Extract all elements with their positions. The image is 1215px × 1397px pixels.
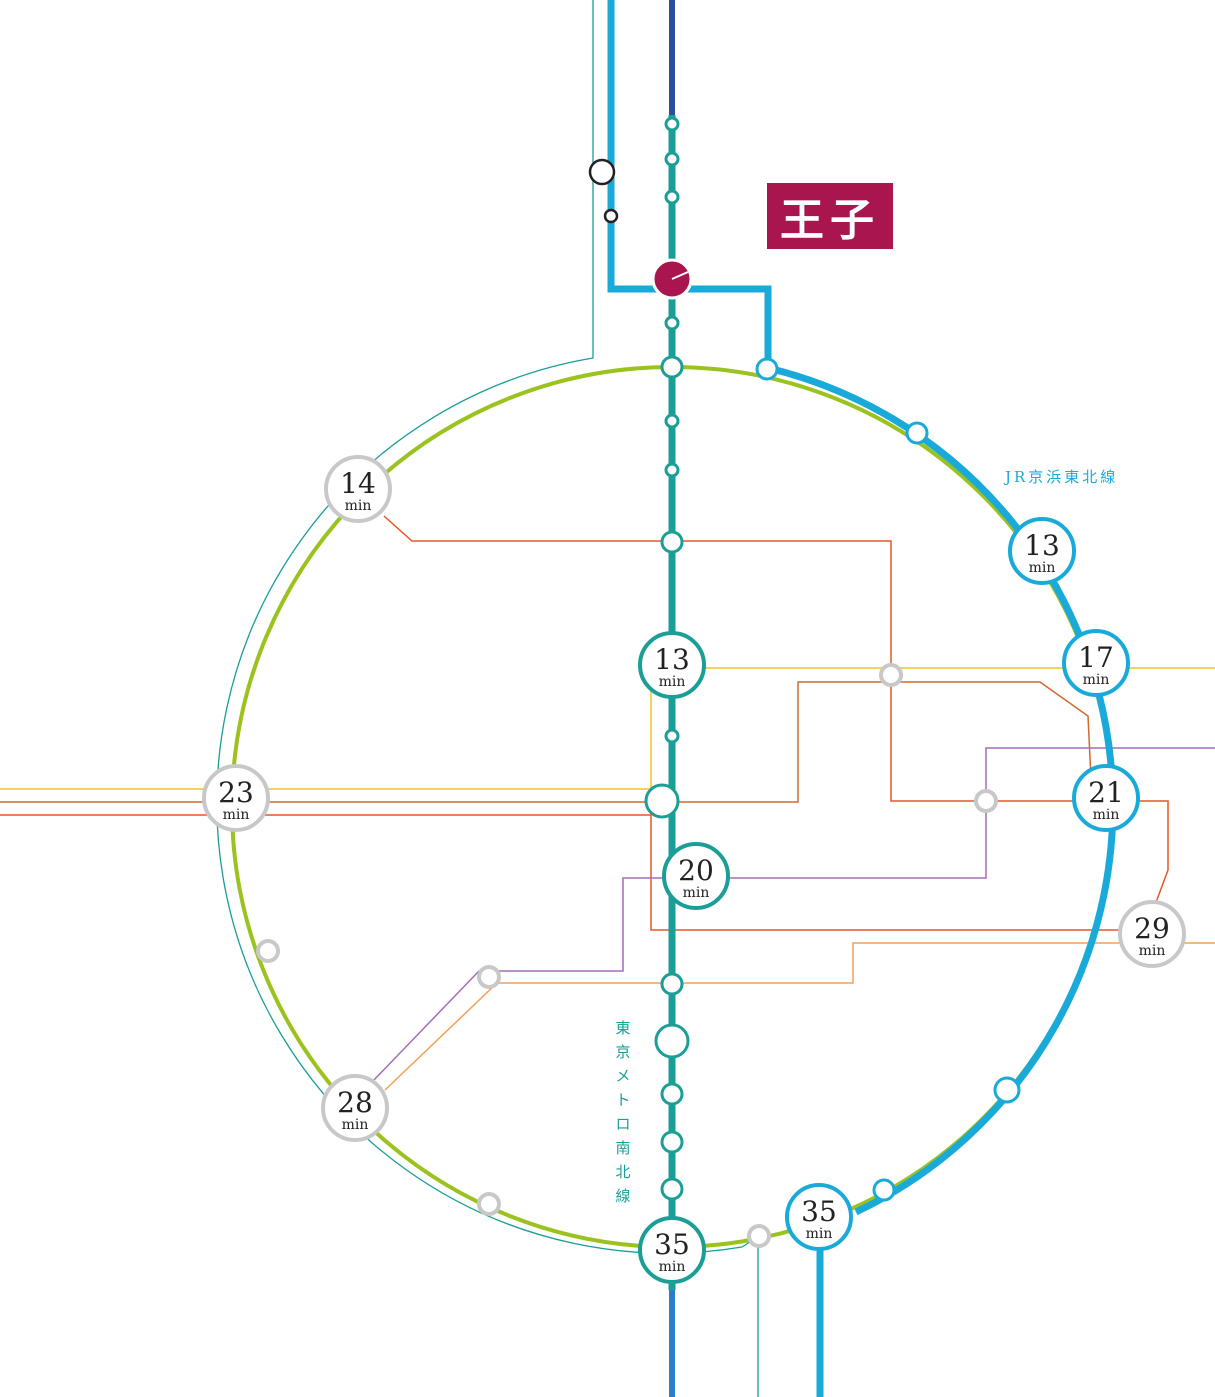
badge-minutes: 13 xyxy=(1024,529,1060,562)
badge-ring xyxy=(1118,900,1186,968)
badge-ring xyxy=(785,1183,853,1251)
badge-unit: min xyxy=(345,498,372,514)
jr-line-label: JR京浜東北線 xyxy=(1005,468,1119,486)
badge-ring xyxy=(638,1216,706,1284)
badge-minutes: 17 xyxy=(1078,641,1114,674)
badge-unit: min xyxy=(1029,560,1056,576)
station-dot[interactable] xyxy=(477,1192,501,1216)
badge-minutes: 35 xyxy=(801,1195,837,1228)
station-dot[interactable] xyxy=(872,1178,896,1202)
origin-station-tick xyxy=(671,271,689,280)
teal-thin-line-south xyxy=(741,1235,759,1397)
badge-minutes: 13 xyxy=(654,643,690,676)
teal-thin-line xyxy=(216,0,743,1254)
badge-unit: min xyxy=(1083,672,1110,688)
badge-minutes: 35 xyxy=(654,1228,690,1261)
station-dot[interactable] xyxy=(256,939,280,963)
station-dot[interactable] xyxy=(755,357,779,381)
station-dot[interactable] xyxy=(993,1076,1021,1104)
badge-minutes: 28 xyxy=(337,1086,373,1119)
station-dot[interactable] xyxy=(660,355,684,379)
station-dot[interactable] xyxy=(664,315,680,331)
station-dot[interactable] xyxy=(603,208,619,224)
badge-minutes: 29 xyxy=(1134,912,1170,945)
jr-keihin-tohoku-line xyxy=(607,0,1117,1397)
jr-stations xyxy=(755,357,1021,1202)
badge-ring xyxy=(324,455,392,523)
station-dot[interactable] xyxy=(747,1224,771,1248)
badge-minutes: 23 xyxy=(218,776,254,809)
station-dot[interactable] xyxy=(905,421,929,445)
badge-ring xyxy=(662,842,730,910)
station-dot[interactable] xyxy=(660,1130,684,1154)
station-dot[interactable] xyxy=(660,1082,684,1106)
badge-unit: min xyxy=(659,1259,686,1275)
station-dot[interactable] xyxy=(644,783,680,819)
travel-time-badges: 14min13min13min17min23min21min20min29min… xyxy=(202,455,1186,1284)
badge-unit: min xyxy=(683,885,710,901)
badge-minutes: 14 xyxy=(340,467,376,500)
badge-unit: min xyxy=(1093,807,1120,823)
station-dot[interactable] xyxy=(664,116,680,132)
station-dot[interactable] xyxy=(974,789,998,813)
badge-ring xyxy=(1072,764,1140,832)
badge-unit: min xyxy=(806,1226,833,1242)
brown-orange-line xyxy=(0,681,1093,803)
namboku-line-label: 東京メトロ南北線 xyxy=(615,1019,631,1205)
light-orange-line xyxy=(384,942,1215,1091)
badge-unit: min xyxy=(1139,943,1166,959)
station-dot[interactable] xyxy=(588,158,616,186)
badge-unit: min xyxy=(659,674,686,690)
station-dot[interactable] xyxy=(664,151,680,167)
badge-ring xyxy=(638,631,706,699)
station-dot[interactable] xyxy=(660,972,684,996)
station-dot[interactable] xyxy=(654,1023,690,1059)
origin-station-name: 王子 xyxy=(767,183,893,249)
badge-ring xyxy=(321,1074,389,1142)
badge-minutes: 20 xyxy=(678,854,714,887)
station-dot[interactable] xyxy=(664,189,680,205)
station-dot[interactable] xyxy=(477,965,501,989)
namboku-stations xyxy=(644,116,690,1201)
badge-ring xyxy=(1062,629,1130,697)
badge-unit: min xyxy=(342,1117,369,1133)
gray-stations xyxy=(256,663,998,1248)
badge-ring xyxy=(202,764,270,832)
station-dot[interactable] xyxy=(879,663,903,687)
badge-ring xyxy=(1008,517,1076,585)
station-dot[interactable] xyxy=(664,462,680,478)
orange-red-line xyxy=(0,515,1169,931)
badge-minutes: 21 xyxy=(1088,776,1124,809)
station-dot[interactable] xyxy=(664,413,680,429)
station-dot[interactable] xyxy=(664,728,680,744)
badge-unit: min xyxy=(223,807,250,823)
yellow-line xyxy=(0,667,1215,790)
station-dot[interactable] xyxy=(660,1177,684,1201)
station-dot[interactable] xyxy=(660,530,684,554)
